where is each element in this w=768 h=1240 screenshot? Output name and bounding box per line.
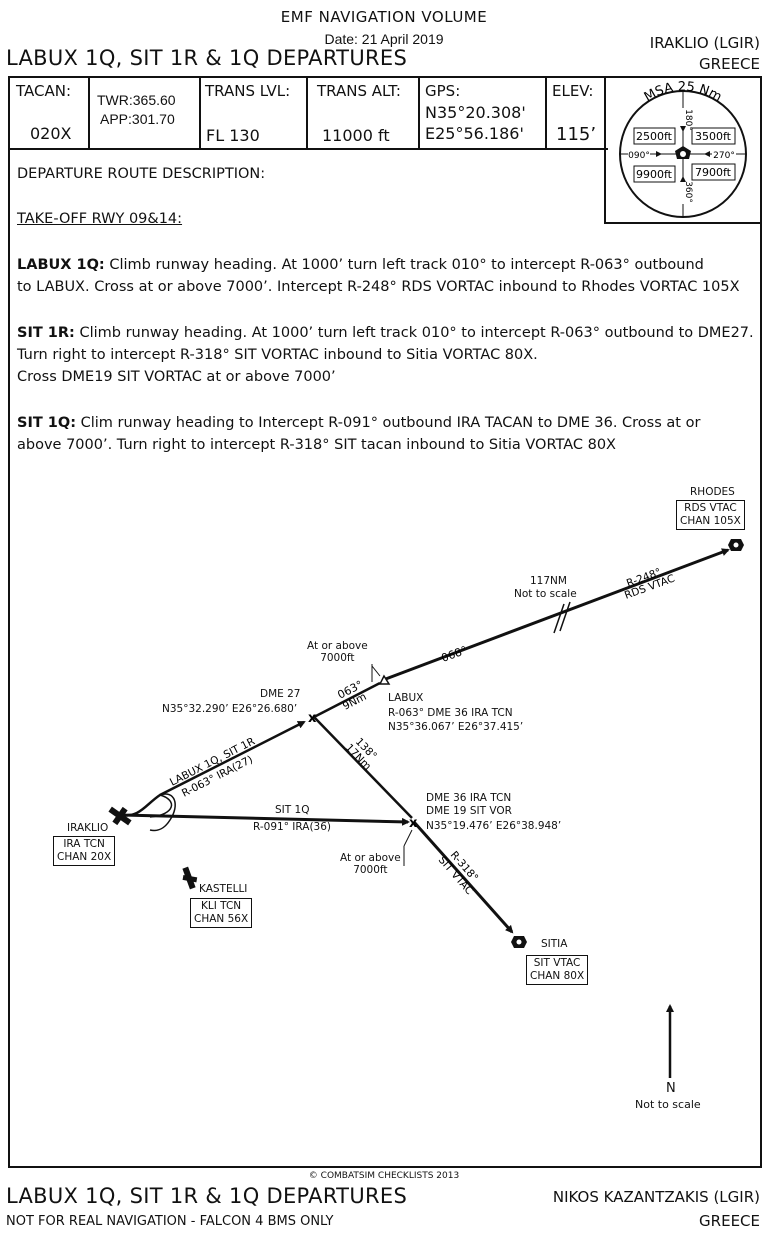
trans-alt-label: TRANS ALT: — [317, 82, 401, 100]
msa-sector-nw: 2500ft — [636, 130, 673, 143]
msa-diagram: MSA 25 Nm 180° 360° 090° 270° 2500ft 350… — [619, 80, 747, 218]
route-line-dme36 — [119, 813, 410, 826]
dme36-info-1: DME 36 IRA TCN — [426, 792, 512, 804]
volume-title: EMF NAVIGATION VOLUME — [280, 8, 488, 26]
app-freq: APP:301.70 — [100, 111, 175, 127]
msa-sector-ne: 3500ft — [695, 130, 732, 143]
chart-date: Date: 21 April 2019 — [324, 31, 444, 47]
route-line-rhodes — [382, 548, 730, 682]
route-line-dme27-dme36 — [313, 716, 413, 819]
sitia-vortac-icon — [511, 936, 527, 948]
trans-alt-value: 11000 ft — [322, 126, 390, 145]
route-line-sitia — [412, 821, 514, 934]
route-sit1r-name: SIT 1R: — [17, 325, 75, 341]
page-title: LABUX 1Q, SIT 1R & 1Q DEPARTURES — [6, 46, 408, 70]
route-labux-name: LABUX 1Q: — [17, 257, 105, 273]
msa-sector-sw: 9900ft — [636, 168, 673, 181]
twr-freq: TWR:365.60 — [97, 92, 176, 108]
gps-label: GPS: — [425, 82, 461, 100]
msa-bearing-090: 090° — [628, 151, 650, 161]
dme27-fix-icon: x — [308, 711, 317, 726]
kastelli-name: KASTELLI — [199, 883, 248, 895]
iraklio-airport-icon — [108, 806, 132, 826]
route-sit1r-line3: Cross DME19 SIT VORTAC at or above 7000’ — [17, 369, 336, 385]
labux-fix-icon — [378, 674, 391, 685]
footer-title: LABUX 1Q, SIT 1R & 1Q DEPARTURES — [6, 1184, 408, 1208]
labux-info-2: N35°36.067’ E26°37.415’ — [388, 721, 524, 733]
tacan-value: 020X — [30, 124, 72, 143]
route-sit1r-line1: SIT 1R: Climb runway heading. At 1000’ t… — [17, 325, 754, 341]
route-sit1r-line2: Turn right to intercept R-318° SIT VORTA… — [17, 347, 538, 363]
tacan-label: TACAN: — [16, 82, 72, 100]
not-to-scale-label: Not to scale — [514, 588, 577, 600]
route-labux-line1: LABUX 1Q: Climb runway heading. At 1000’… — [17, 257, 704, 273]
msa-bearing-180: 180° — [683, 109, 693, 131]
description-heading: DEPARTURE ROUTE DESCRIPTION: — [17, 166, 266, 182]
footer-airport: NIKOS KAZANTZAKIS (LGIR) — [552, 1188, 760, 1206]
info-row — [8, 76, 608, 150]
sit1q-label-1: SIT 1Q — [275, 804, 310, 816]
north-label: N — [666, 1081, 676, 1096]
dme36-fix-icon: x — [409, 816, 418, 831]
trans-lvl-value: FL 130 — [206, 126, 260, 145]
route-sit1q-name: SIT 1Q: — [17, 415, 76, 431]
gps-lon: E25°56.186' — [425, 124, 524, 143]
route-line-labux — [313, 681, 381, 719]
trans-lvl-label: TRANS LVL: — [205, 82, 291, 100]
route-sit1q-line2: above 7000’. Turn right to intercept R-3… — [17, 437, 616, 453]
footer-disclaimer: NOT FOR REAL NAVIGATION - FALCON 4 BMS O… — [6, 1214, 334, 1229]
dme27-coords: N35°32.290’ E26°26.680’ — [162, 703, 298, 715]
runway-heading: TAKE-OFF RWY 09&14: — [17, 211, 183, 227]
airport-name: IRAKLIO (LGIR) — [649, 34, 760, 52]
iraklio-name: IRAKLIO — [67, 822, 109, 834]
track-068-label: 068° — [440, 644, 469, 665]
route-labux-line2: to LABUX. Cross at or above 7000’. Inter… — [17, 279, 740, 295]
gps-lat: N35°20.308' — [425, 103, 526, 122]
msa-bearing-270: 270° — [713, 151, 735, 161]
rhodes-name: RHODES — [690, 486, 735, 498]
labux-info-1: R-063° DME 36 IRA TCN — [388, 707, 513, 719]
dme36-info-2: DME 19 SIT VOR — [426, 805, 512, 817]
copyright: © COMBATSIM CHECKLISTS 2013 — [308, 1171, 460, 1181]
elev-value: 115’ — [556, 124, 597, 145]
dme36-info-3: N35°19.476’ E26°38.948’ — [426, 820, 562, 832]
distance-117-label: 117NM — [530, 575, 567, 587]
labux-name: LABUX — [388, 692, 424, 704]
rhodes-vortac-icon — [728, 539, 744, 551]
sit1q-label-2: R-091° IRA(36) — [253, 821, 331, 833]
sitia-name: SITIA — [541, 938, 568, 950]
elev-label: ELEV: — [552, 82, 594, 100]
footer-country: GREECE — [699, 1212, 760, 1230]
dme27-name: DME 27 — [260, 688, 301, 700]
kastelli-airport-icon — [182, 866, 198, 890]
north-scale-label: Not to scale — [635, 1098, 701, 1111]
msa-bearing-360: 360° — [683, 181, 693, 203]
msa-sector-se: 7900ft — [695, 166, 732, 179]
airport-country: GREECE — [699, 55, 760, 73]
route-sit1q-line1: SIT 1Q: Clim runway heading to Intercept… — [17, 415, 701, 431]
